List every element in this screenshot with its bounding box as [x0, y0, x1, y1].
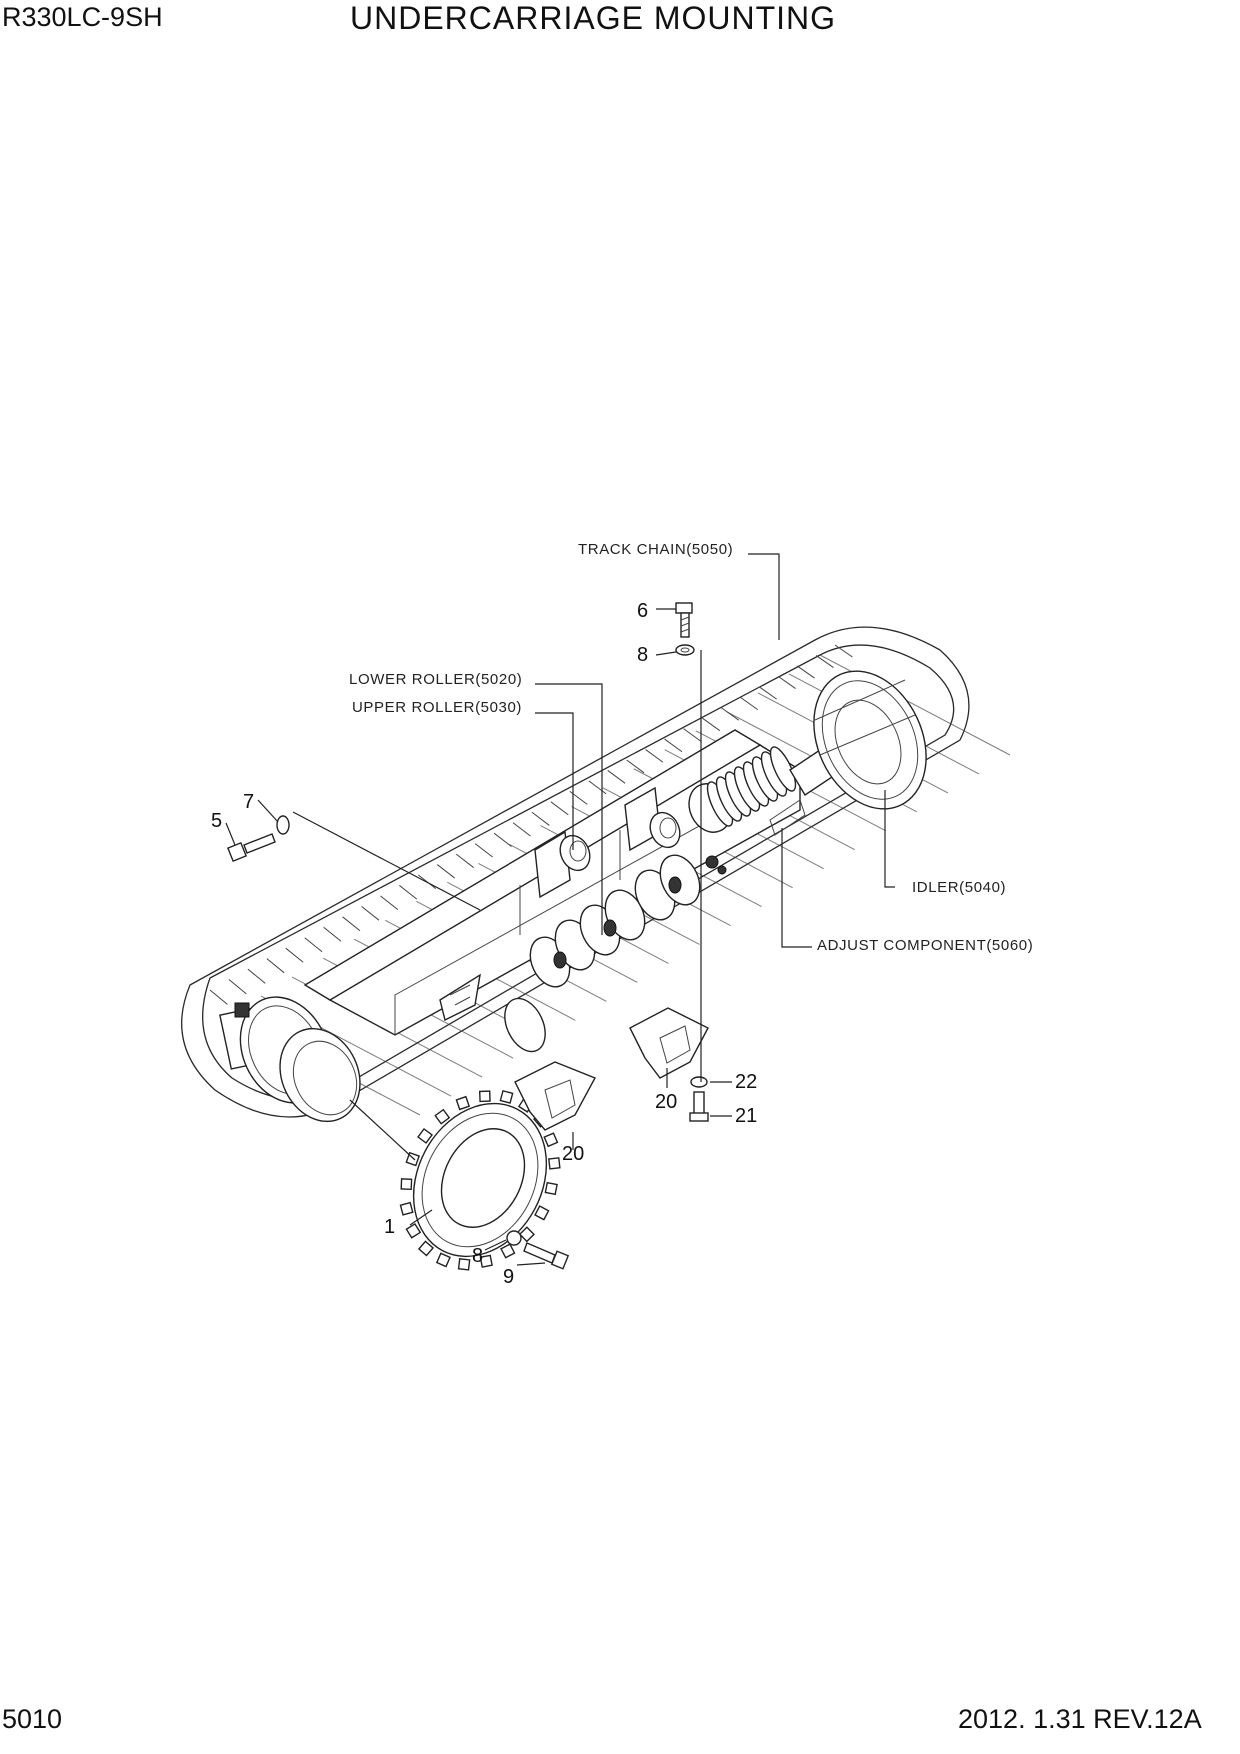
- model-code: R330LC-9SH: [2, 2, 163, 32]
- part-number-20-left: 20: [562, 1143, 584, 1165]
- idler: [813, 670, 927, 810]
- part-number-8-top: 8: [637, 644, 648, 666]
- callout-idler: IDLER(5040): [912, 879, 1006, 896]
- part-number-20-right: 20: [655, 1091, 677, 1113]
- track-guard-right: [629, 1007, 709, 1079]
- part-number-9: 9: [503, 1266, 514, 1288]
- callout-adjust-component: ADJUST COMPONENT(5060): [817, 937, 1033, 954]
- part-number-22: 22: [735, 1071, 757, 1093]
- washer-8-top: [675, 644, 695, 656]
- washer-7: [276, 815, 290, 835]
- bolt-5: [226, 833, 276, 863]
- bolt-21: [689, 1091, 709, 1122]
- travel-motor: [219, 996, 361, 1123]
- bolt-6: [675, 602, 693, 638]
- washer-8-bottom: [506, 1230, 522, 1246]
- part-number-8-bottom: 8: [472, 1245, 483, 1267]
- part-number-6: 6: [637, 600, 648, 622]
- bolt-9: [523, 1242, 570, 1270]
- callout-track-chain: TRACK CHAIN(5050): [578, 541, 733, 558]
- track-guard-left: [514, 1061, 596, 1131]
- part-number-21: 21: [735, 1105, 757, 1127]
- washer-22: [690, 1076, 708, 1088]
- page-number: 5010: [2, 1704, 63, 1734]
- sprocket-teeth: [399, 1089, 561, 1271]
- spring-coils: [706, 746, 797, 827]
- callout-lower-roller: LOWER ROLLER(5020): [349, 671, 522, 688]
- upper-rollers: [534, 786, 681, 899]
- revision-date: 2012. 1.31 REV.12A: [958, 1704, 1202, 1734]
- leader-lines: [225, 553, 895, 1266]
- sprocket: [399, 1089, 561, 1271]
- callout-upper-roller: UPPER ROLLER(5030): [352, 699, 522, 716]
- part-number-1: 1: [384, 1216, 395, 1238]
- part-number-5: 5: [211, 810, 222, 832]
- lower-rollers: [504, 854, 701, 1053]
- part-number-7: 7: [243, 791, 254, 813]
- page-title: UNDERCARRIAGE MOUNTING: [350, 0, 837, 36]
